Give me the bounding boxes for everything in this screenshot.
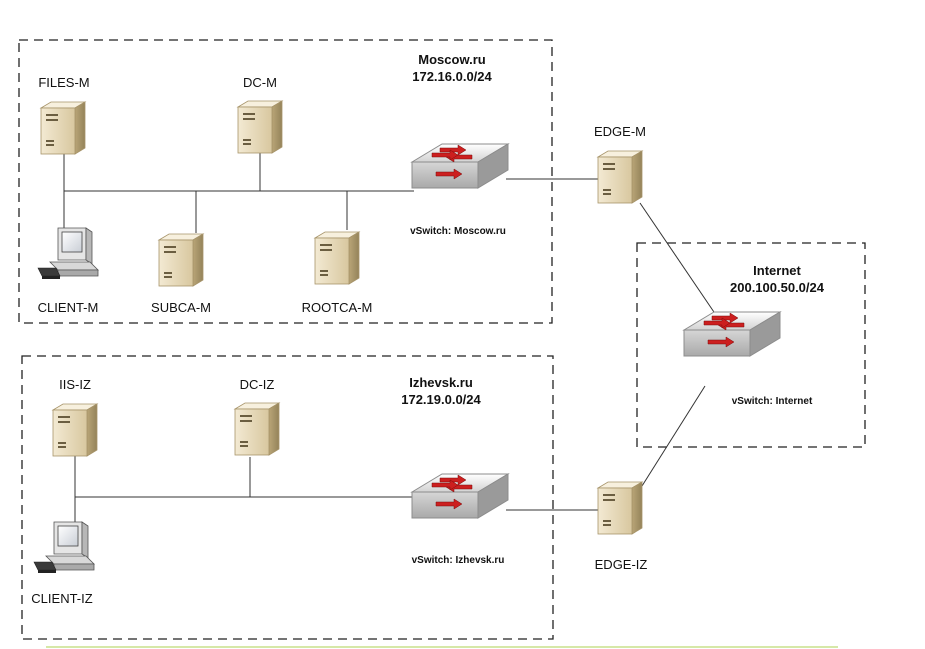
zone-moscow-boundary bbox=[18, 39, 553, 324]
zone-izhevsk-boundary bbox=[21, 355, 554, 640]
switch-moscow-label: vSwitch: Moscow.ru bbox=[410, 226, 506, 237]
node-iis-iz-label: IIS-IZ bbox=[59, 377, 91, 392]
zone-internet-boundary bbox=[636, 242, 866, 448]
node-dc-iz-label: DC-IZ bbox=[239, 377, 275, 392]
zone-izhevsk-subnet: 172.19.0.0/24 bbox=[401, 392, 481, 407]
server-dc-m-icon[interactable] bbox=[236, 99, 284, 155]
server-iis-iz-icon[interactable] bbox=[51, 402, 99, 458]
node-edge-iz-label: EDGE-IZ bbox=[594, 557, 648, 572]
pc-client-m-icon[interactable] bbox=[36, 226, 102, 282]
node-rootca-m-label: ROOTCA-M bbox=[301, 300, 373, 315]
switch-izhevsk-label: vSwitch: Izhevsk.ru bbox=[411, 555, 505, 566]
switch-internet-icon[interactable] bbox=[682, 308, 782, 390]
node-files-m-label: FILES-M bbox=[38, 75, 90, 90]
zone-internet-name: Internet bbox=[753, 263, 801, 278]
server-edge-m-icon[interactable] bbox=[596, 149, 644, 205]
pc-client-iz-icon[interactable] bbox=[32, 520, 98, 576]
zone-moscow-title: Moscow.ru 172.16.0.0/24 bbox=[412, 51, 492, 85]
server-subca-m-icon[interactable] bbox=[157, 232, 205, 288]
zone-moscow-subnet: 172.16.0.0/24 bbox=[412, 69, 492, 84]
node-client-m-label: CLIENT-M bbox=[37, 300, 99, 315]
node-edge-m-label: EDGE-M bbox=[594, 124, 646, 139]
zone-izhevsk-name: Izhevsk.ru bbox=[409, 375, 473, 390]
izhevsk-lan-links bbox=[74, 456, 598, 524]
server-rootca-m-icon[interactable] bbox=[313, 230, 361, 286]
internet-links bbox=[639, 202, 719, 487]
server-files-m-icon[interactable] bbox=[39, 100, 87, 156]
switch-moscow-icon[interactable] bbox=[410, 140, 510, 222]
switch-internet-label: vSwitch: Internet bbox=[731, 396, 813, 407]
moscow-lan-links bbox=[63, 153, 598, 233]
switch-izhevsk-icon[interactable] bbox=[410, 470, 510, 552]
zone-internet-title: Internet 200.100.50.0/24 bbox=[730, 262, 824, 296]
zone-izhevsk-title: Izhevsk.ru 172.19.0.0/24 bbox=[401, 374, 481, 408]
node-dc-m-label: DC-M bbox=[243, 75, 277, 90]
zone-internet-subnet: 200.100.50.0/24 bbox=[730, 280, 824, 295]
server-dc-iz-icon[interactable] bbox=[233, 401, 281, 457]
server-edge-iz-icon[interactable] bbox=[596, 480, 644, 536]
node-subca-m-label: SUBCA-M bbox=[151, 300, 211, 315]
zone-moscow-name: Moscow.ru bbox=[418, 52, 486, 67]
node-client-iz-label: CLIENT-IZ bbox=[31, 591, 93, 606]
